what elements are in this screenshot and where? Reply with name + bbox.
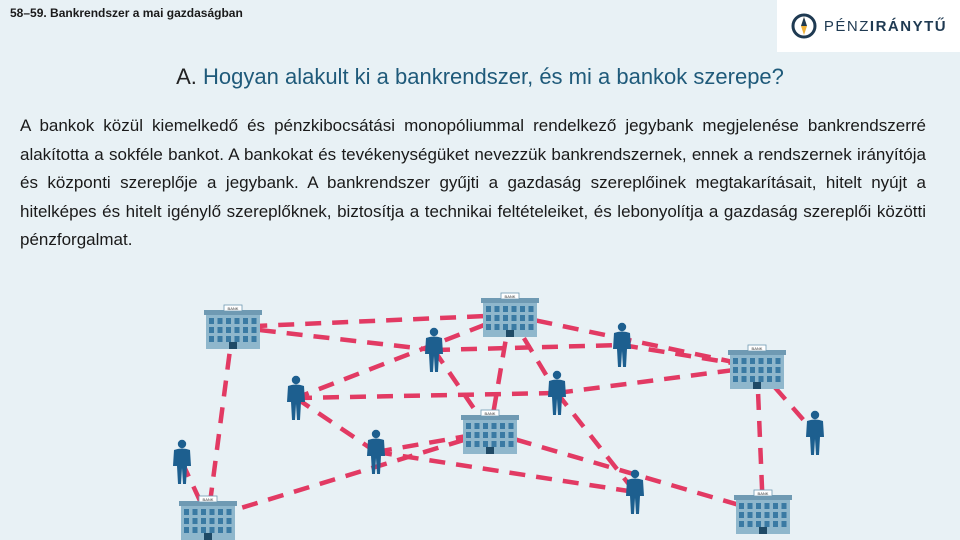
network-link <box>295 390 558 401</box>
logo: PÉNZIRÁNYTŰ <box>777 0 960 52</box>
person-icon <box>173 439 191 484</box>
network-link <box>433 342 623 353</box>
network-link <box>487 314 513 433</box>
network-nodes: BANK BANK BANK BANK BANK BANK <box>173 292 824 540</box>
compass-icon <box>791 13 817 39</box>
page-title: A. Hogyan alakult ki a bankrendszer, és … <box>0 64 960 90</box>
logo-prefix: PÉNZ <box>823 17 870 35</box>
bank-building-icon: BANK <box>734 489 792 534</box>
person-icon <box>425 327 443 372</box>
person-icon <box>626 469 644 514</box>
page-header-label: 58–59. Bankrendszer a mai gazdaságban <box>10 6 243 20</box>
bank-building-icon: BANK <box>204 304 262 349</box>
svg-text:BANK: BANK <box>228 306 239 311</box>
logo-text: PÉNZIRÁNYTŰ <box>824 18 947 35</box>
network-link <box>509 312 758 370</box>
svg-text:BANK: BANK <box>752 346 763 351</box>
title-text: Hogyan alakult ki a bankrendszer, és mi … <box>203 64 784 89</box>
network-link <box>375 449 636 495</box>
person-icon <box>367 429 385 474</box>
svg-text:BANK: BANK <box>203 497 214 502</box>
svg-text:BANK: BANK <box>505 294 516 299</box>
network-link <box>232 324 435 353</box>
bank-building-icon: BANK <box>461 409 519 454</box>
network-link <box>489 429 764 515</box>
person-icon <box>613 322 631 367</box>
network-link <box>207 429 491 521</box>
bank-building-icon: BANK <box>728 344 786 389</box>
person-icon <box>548 370 566 415</box>
svg-text:BANK: BANK <box>758 491 769 496</box>
bank-building-icon: BANK <box>179 495 237 540</box>
title-letter: A. <box>176 64 197 89</box>
network-link <box>556 364 758 396</box>
network-link <box>555 391 637 494</box>
person-icon <box>806 410 824 455</box>
person-icon <box>287 375 305 420</box>
network-link <box>294 396 378 454</box>
bank-building-icon: BANK <box>481 292 539 337</box>
body-paragraph: A bankok közül kiemelkedő és pénzkibocsá… <box>20 116 926 250</box>
network-link <box>295 312 511 401</box>
network-link <box>754 366 766 513</box>
svg-text:BANK: BANK <box>485 411 496 416</box>
network-link <box>232 312 511 330</box>
logo-suffix: IRÁNYTŰ <box>869 17 948 35</box>
network-link <box>205 326 236 519</box>
